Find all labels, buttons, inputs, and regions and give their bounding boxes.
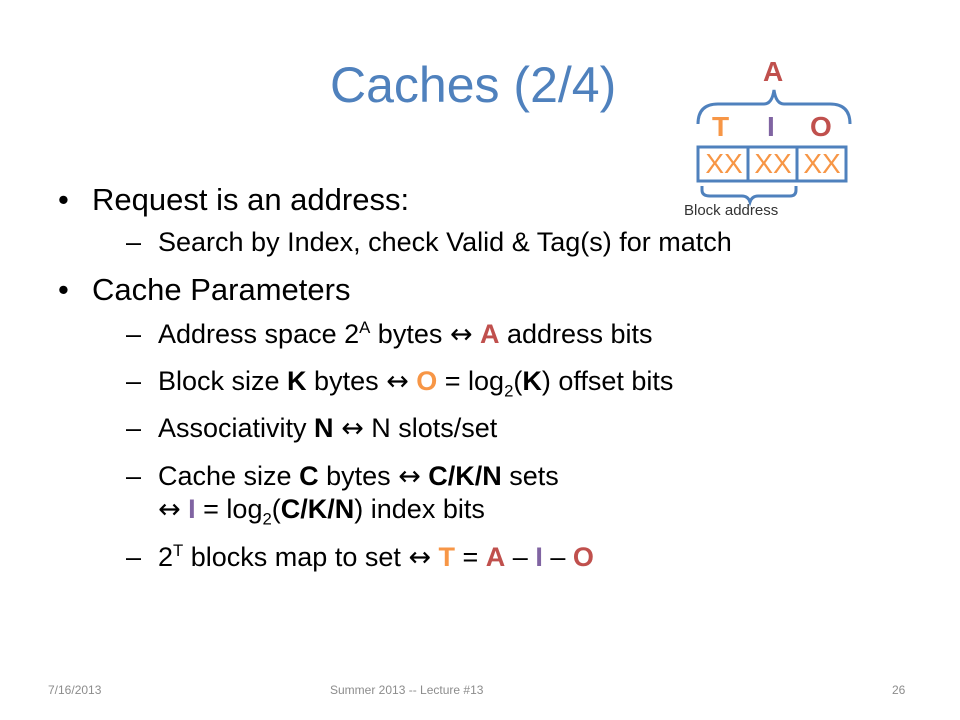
sub-dash: – xyxy=(126,541,142,572)
label-a: A xyxy=(763,56,784,87)
slide-content: • Request is an address: – Search by Ind… xyxy=(58,182,918,574)
bullet-params: • Cache Parameters xyxy=(58,272,918,308)
footer-page-number: 26 xyxy=(892,683,906,697)
bullet-dot: • xyxy=(58,272,69,308)
double-arrow-icon: ↔ xyxy=(398,460,421,492)
bullet-text: Request is an address: xyxy=(92,182,410,217)
bullet-dot: • xyxy=(58,182,69,217)
double-arrow-icon: ↔ xyxy=(449,318,473,350)
sub-search: – Search by Index, check Valid & Tag(s) … xyxy=(126,226,918,258)
sub-block-size: – Block size K bytes ↔ O = log2(K) offse… xyxy=(126,366,674,401)
cell-tag: XX xyxy=(705,148,743,179)
bullet-text: Cache Parameters xyxy=(92,272,351,308)
address-diagram: A T I O XX XX XX Block address xyxy=(660,40,880,230)
sub-tag-blocks: – 2T blocks map to set ↔ T = A – I – O xyxy=(126,540,594,573)
label-o: O xyxy=(810,111,832,142)
double-arrow-icon: ↔ xyxy=(158,494,181,526)
double-arrow-icon: ↔ xyxy=(386,366,409,398)
sub-dash: – xyxy=(126,226,142,257)
footer-date: 7/16/2013 xyxy=(48,683,102,697)
sub-dash: – xyxy=(126,460,142,491)
cell-offset: XX xyxy=(803,148,841,179)
bullet-request: • Request is an address: xyxy=(58,182,918,218)
sub-cache-size: – Cache size C bytes ↔ C/K/N sets↔ I = l… xyxy=(126,460,559,529)
footer-center: Summer 2013 -- Lecture #13 xyxy=(330,683,484,697)
address-braces xyxy=(696,89,852,207)
label-t: T xyxy=(712,111,730,142)
double-arrow-icon: ↔ xyxy=(408,541,431,573)
cell-index: XX xyxy=(754,148,792,179)
double-arrow-icon: ↔ xyxy=(341,413,364,445)
sub-dash: – xyxy=(126,413,142,444)
sub-text: Search by Index, check Valid & Tag(s) fo… xyxy=(158,226,732,257)
sub-address-space: – Address space 2A bytes ↔ A address bit… xyxy=(126,317,653,350)
page-title: Caches (2/4) xyxy=(330,57,617,113)
label-i: I xyxy=(767,111,775,142)
sub-associativity: – Associativity N ↔ N slots/set xyxy=(126,413,498,445)
block-address-label: Block address xyxy=(684,202,779,219)
sub-dash: – xyxy=(126,318,142,349)
sub-dash: – xyxy=(126,366,142,397)
